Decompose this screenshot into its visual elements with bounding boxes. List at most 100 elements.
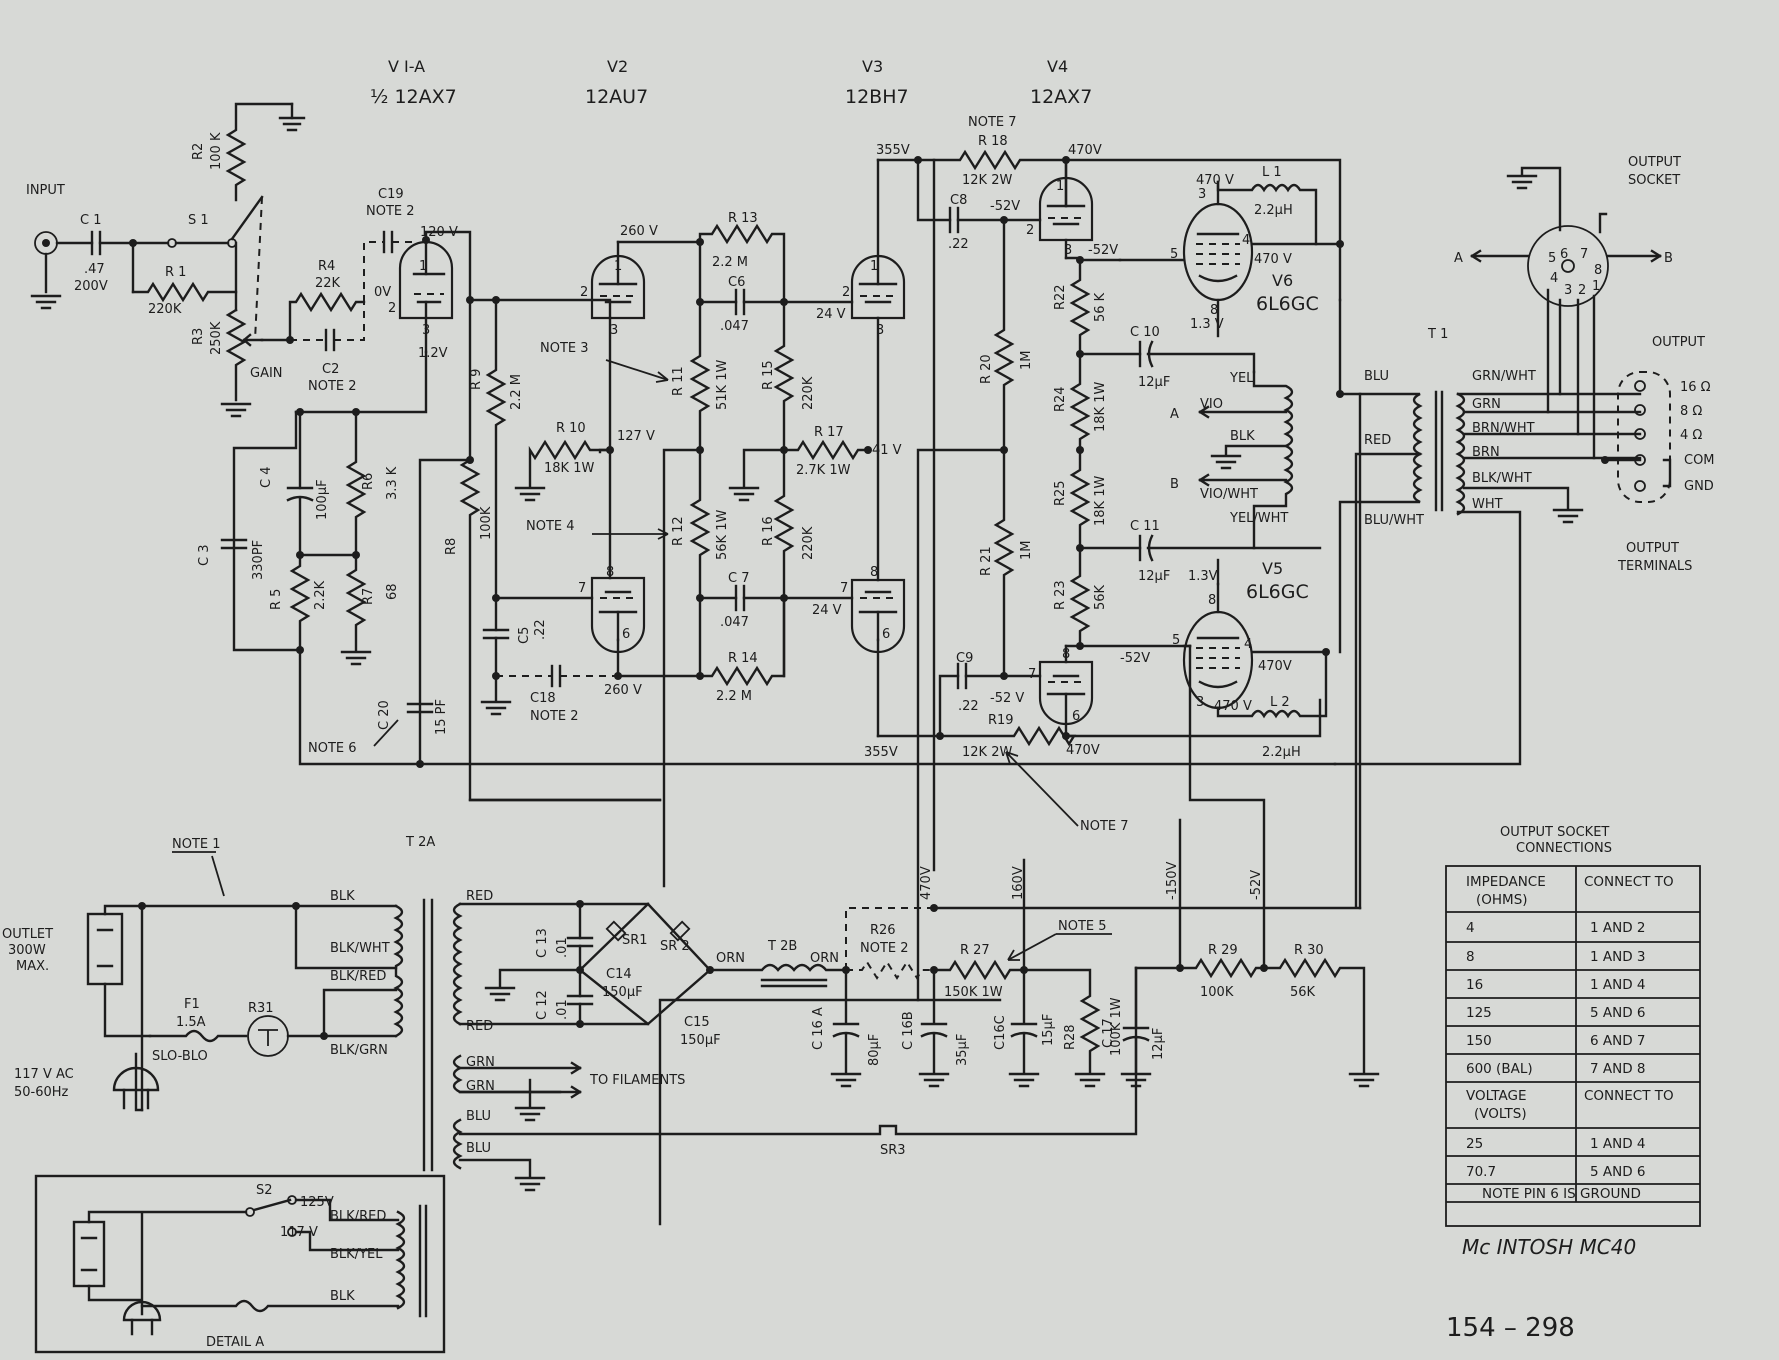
svg-text:C 4: C 4 (259, 467, 274, 488)
svg-text:C 16B: C 16B (901, 1011, 916, 1050)
svg-text:1.3V: 1.3V (1188, 569, 1218, 584)
feedback-winding: YEL YEL/WHT VIO A BLK VIO/WHT B (1170, 370, 1294, 550)
v3-type: 12BH7 (845, 86, 909, 108)
svg-text:18K 1W: 18K 1W (1093, 382, 1108, 432)
svg-text:BLK/GRN: BLK/GRN (330, 1043, 388, 1058)
svg-text:B: B (1170, 477, 1179, 492)
svg-text:12µF: 12µF (1138, 375, 1170, 390)
svg-text:CONNECT TO: CONNECT TO (1584, 874, 1674, 890)
svg-text:YEL/WHT: YEL/WHT (1229, 511, 1288, 526)
svg-text:BLU: BLU (466, 1141, 491, 1156)
v4-network: 355V NOTE 7 R 18 12K 2W 470V C8 .22 -52V… (658, 115, 1342, 1226)
svg-text:0V: 0V (374, 285, 391, 300)
svg-text:2: 2 (580, 285, 588, 300)
svg-text:1.3 V: 1.3 V (1190, 317, 1224, 332)
tube-headers: V I-A ½ 12AX7 V2 12AU7 V3 12BH7 V4 12AX7 (370, 57, 1092, 108)
svg-text:3: 3 (1064, 243, 1072, 258)
svg-text:BLK/WHT: BLK/WHT (1472, 471, 1532, 486)
svg-text:150µF: 150µF (680, 1033, 721, 1048)
svg-text:5: 5 (1548, 251, 1556, 266)
r6-r7-resistors (345, 410, 367, 652)
svg-text:BRN/WHT: BRN/WHT (1472, 421, 1535, 436)
svg-text:41 V: 41 V (872, 443, 902, 458)
svg-text:ORN: ORN (716, 951, 745, 966)
svg-text:1: 1 (870, 259, 878, 274)
svg-text:OUTPUT: OUTPUT (1626, 541, 1679, 556)
svg-text:5 AND 6: 5 AND 6 (1590, 1164, 1646, 1180)
svg-text:GRN: GRN (1472, 397, 1501, 412)
svg-text:A: A (1170, 407, 1179, 422)
svg-text:NOTE 5: NOTE 5 (1058, 919, 1107, 934)
svg-text:3: 3 (610, 323, 618, 338)
svg-text:R 13: R 13 (728, 211, 758, 226)
tube-v6: 3 5 4 8 V6 6L6GC 470 V 470 V 1.3 V L 1 2… (1118, 165, 1344, 338)
svg-text:100K: 100K (479, 506, 494, 540)
svg-text:C19: C19 (378, 187, 404, 202)
svg-text:CONNECT TO: CONNECT TO (1584, 1088, 1674, 1104)
svg-text:470 V: 470 V (1214, 699, 1252, 714)
svg-text:R7: R7 (361, 588, 376, 605)
svg-text:8: 8 (1594, 263, 1602, 278)
svg-text:GRN/WHT: GRN/WHT (1472, 369, 1536, 384)
svg-text:6 AND 7: 6 AND 7 (1590, 1033, 1646, 1049)
svg-text:R 12: R 12 (671, 516, 686, 546)
svg-text:1 AND 4: 1 AND 4 (1590, 977, 1646, 993)
svg-text:1: 1 (419, 259, 427, 274)
svg-text:R 1: R 1 (165, 265, 186, 280)
svg-text:470V: 470V (1068, 143, 1102, 158)
svg-text:3: 3 (422, 323, 430, 338)
svg-text:2.2 M: 2.2 M (509, 374, 524, 410)
svg-text:80µF: 80µF (867, 1034, 882, 1066)
svg-text:7: 7 (840, 581, 848, 596)
svg-text:SR3: SR3 (880, 1143, 906, 1158)
svg-text:NOTE 7: NOTE 7 (1080, 819, 1129, 834)
output-socket-connector (1527, 225, 1609, 307)
svg-text:8: 8 (1210, 303, 1218, 318)
rectifier-bridge (578, 902, 712, 1026)
svg-text:VIO/WHT: VIO/WHT (1200, 487, 1258, 502)
svg-text:C16C: C16C (993, 1015, 1008, 1050)
svg-text:BLK: BLK (330, 889, 355, 904)
svg-text:12K 2W: 12K 2W (962, 173, 1012, 188)
svg-text:C 17: C 17 (1101, 1018, 1116, 1048)
svg-text:3: 3 (1196, 695, 1204, 710)
svg-text:15µF: 15µF (1041, 1014, 1056, 1046)
svg-text:6: 6 (1072, 709, 1080, 724)
ground-symbol (30, 294, 62, 310)
svg-text:220K: 220K (148, 302, 182, 317)
r11-r12-resistors (689, 240, 711, 678)
svg-text:1.2V: 1.2V (418, 346, 448, 361)
svg-text:200V: 200V (74, 279, 108, 294)
s1-switch (230, 195, 264, 241)
svg-text:OUTPUT SOCKET: OUTPUT SOCKET (1500, 825, 1609, 840)
svg-text:R4: R4 (318, 259, 335, 274)
svg-text:R 18: R 18 (978, 134, 1008, 149)
svg-text:150µF: 150µF (602, 985, 643, 1000)
v2-type: 12AU7 (585, 86, 648, 108)
svg-text:56K: 56K (1093, 584, 1108, 610)
svg-text:2: 2 (388, 301, 396, 316)
r3-gain-pot (225, 308, 247, 402)
svg-text:100 K: 100 K (209, 132, 224, 170)
svg-text:SR 2: SR 2 (660, 939, 690, 954)
power-supply: NOTE 1 T 2A OUTLET 300W MAX. 117 V AC 50… (2, 392, 1380, 1192)
svg-text:C5: C5 (517, 627, 532, 644)
svg-text:250K: 250K (209, 321, 224, 355)
svg-text:SOCKET: SOCKET (1628, 173, 1680, 188)
svg-text:R24: R24 (1053, 386, 1068, 412)
svg-text:7 AND 8: 7 AND 8 (1590, 1061, 1646, 1077)
svg-text:1: 1 (614, 259, 622, 274)
svg-text:BLU: BLU (466, 1109, 491, 1124)
svg-text:1 AND 4: 1 AND 4 (1590, 1136, 1646, 1152)
output-socket-connections-table: OUTPUT SOCKET CONNECTIONS IMPEDANCE (OHM… (1445, 825, 1701, 1227)
svg-text:50-60Hz: 50-60Hz (14, 1085, 69, 1100)
svg-text:8 Ω: 8 Ω (1680, 404, 1702, 419)
svg-text:-150V: -150V (1165, 861, 1180, 900)
svg-text:1 AND 3: 1 AND 3 (1590, 949, 1646, 965)
svg-text:-52V: -52V (1249, 870, 1264, 900)
detail-a: S2 125V 117 V BLK/RED BLK/YEL BLK DETAIL… (34, 1174, 446, 1354)
svg-text:S 1: S 1 (188, 213, 209, 228)
v2-name: V2 (607, 57, 628, 76)
svg-text:8: 8 (1062, 647, 1070, 662)
svg-text:470V: 470V (1066, 743, 1100, 758)
